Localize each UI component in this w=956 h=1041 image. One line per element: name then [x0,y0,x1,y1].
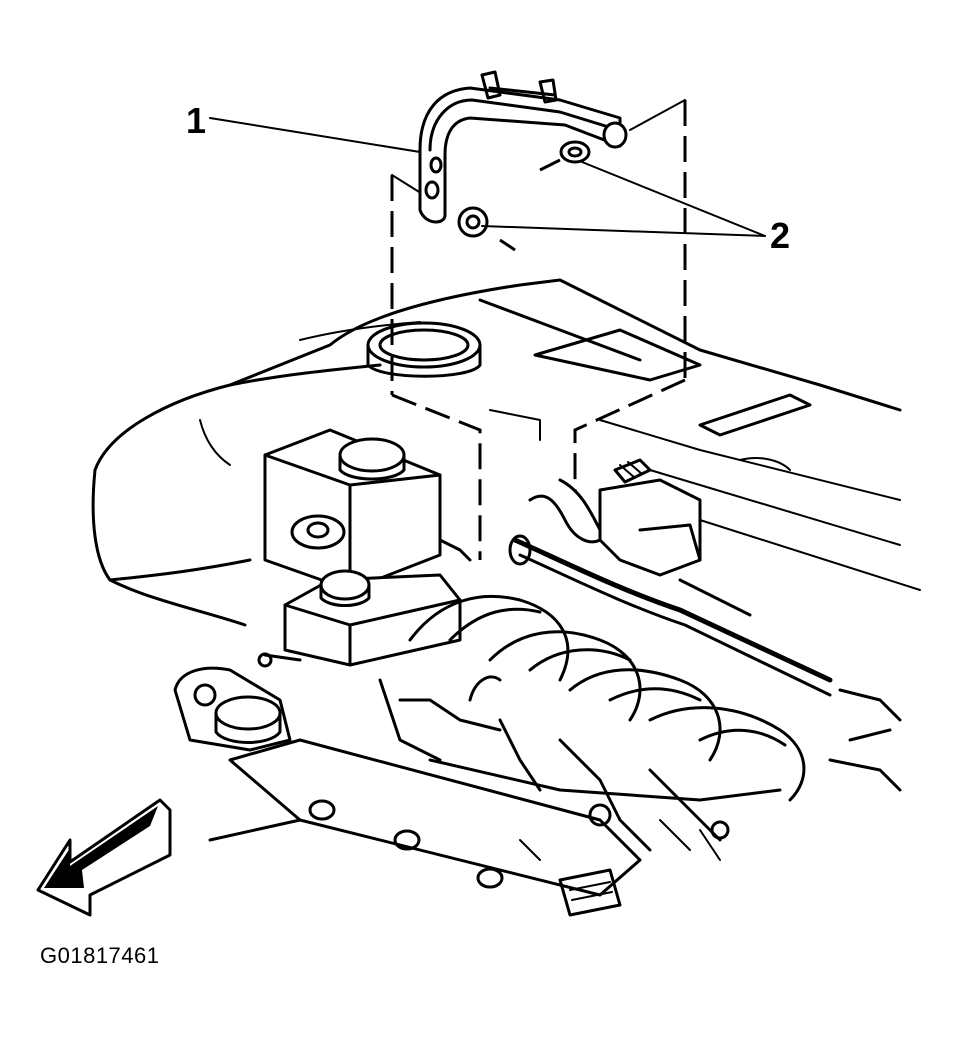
leader-lines [209,117,766,237]
alignment-guide-lines [390,99,687,560]
bracket-assembly [418,70,622,224]
callout-1: 1 [186,100,206,141]
intake-manifold-runners [378,594,806,861]
callout-2: 2 [770,215,790,256]
engine-cover [91,278,921,627]
valve-cover [208,738,642,917]
forward-direction-arrow-icon [36,798,172,917]
fuel-rail-harness [438,458,902,792]
figure-id: G01817461 [40,943,160,968]
coolant-reservoir [263,428,442,592]
retaining-nuts [457,121,628,238]
oil-filler-cap [173,666,292,752]
brake-fluid-reservoir [257,569,462,668]
filler-neck [366,321,482,378]
